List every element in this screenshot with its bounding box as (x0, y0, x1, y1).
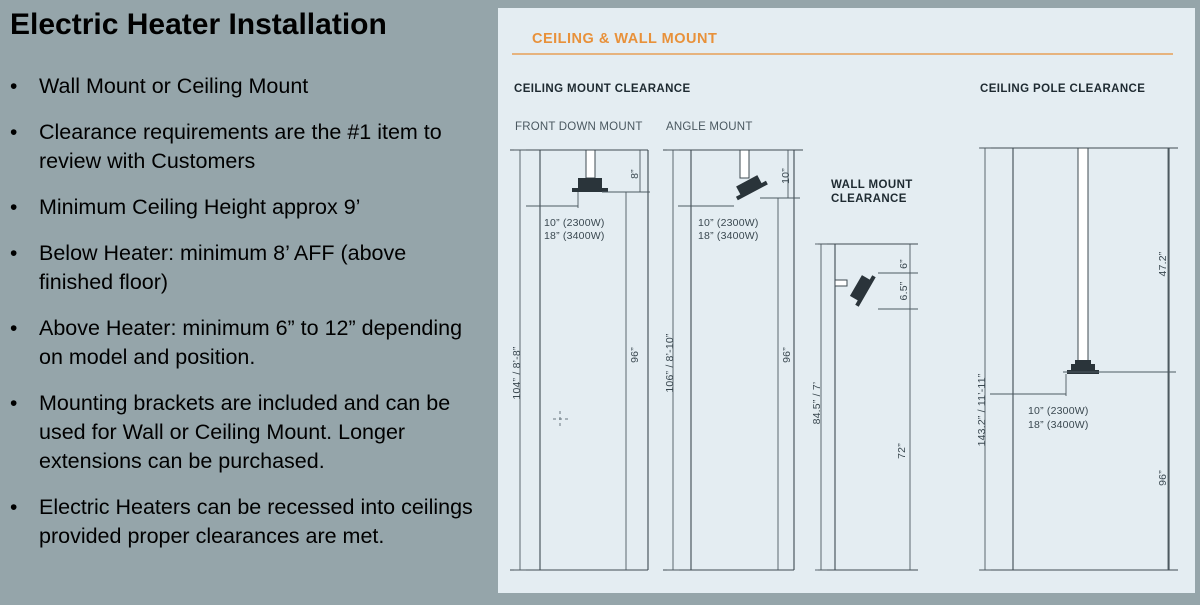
pole-above-dimension: 47.2” (1157, 251, 1169, 276)
angle-mount-label: ANGLE MOUNT (666, 121, 753, 133)
bullet-item: • Above Heater: minimum 6” to 12” dependi… (8, 314, 478, 372)
wall-below-dimension: 72” (896, 443, 908, 459)
bullet-dot: • (10, 317, 18, 340)
front-down-label: FRONT DOWN MOUNT (515, 121, 643, 133)
bullet-text: Below Heater: minimum 8’ AFF (above fini… (39, 241, 407, 294)
front-below-dimension: 96” (629, 347, 641, 363)
bullet-dot: • (10, 196, 18, 219)
wall-top-dimension: 6” (898, 259, 910, 269)
front-down-mount-drawing: 104” / 8’-8” 96” 8” 10” (2300W) 18” (340… (510, 149, 650, 571)
clearance-diagram: CEILING & WALL MOUNT CEILING MOUNT CLEAR… (510, 31, 1178, 571)
bullet-item: • Wall Mount or Ceiling Mount (8, 72, 478, 101)
ceiling-pole-drawing: CEILING POLE CLEARANCE 143.2” / 11’-11” … (976, 83, 1178, 571)
bullet-text: Electric Heaters can be recessed into ce… (39, 495, 473, 548)
bullet-item: • Clearance requirements are the #1 item … (8, 118, 478, 176)
bullet-text: Mounting brackets are included and can b… (39, 391, 451, 473)
angle-mount-drawing: 106” / 8’-10” 96” 10” 10” (2300W) 18” (3… (663, 149, 803, 571)
bullet-text: Wall Mount or Ceiling Mount (39, 74, 309, 98)
bullet-dot: • (10, 242, 18, 265)
bullet-dot: • (10, 75, 18, 98)
angle-side-2300w: 10” (2300W) (698, 217, 759, 229)
heater-icon (1067, 360, 1099, 374)
angle-below-dimension: 96” (781, 347, 793, 363)
bullet-text: Clearance requirements are the #1 item t… (39, 120, 442, 173)
bullet-dot: • (10, 496, 18, 519)
bullet-text: Above Heater: minimum 6” to 12” dependin… (39, 316, 463, 369)
heater-icon (735, 175, 768, 201)
front-side-2300w: 10” (2300W) (544, 217, 605, 229)
heater-icon (572, 178, 608, 192)
wall-mount-title-line2: CLEARANCE (831, 193, 907, 205)
bullet-dot: • (10, 392, 18, 415)
bullet-item: • Minimum Ceiling Height approx 9’ (8, 193, 478, 222)
front-side-3400w: 18” (3400W) (544, 230, 605, 242)
bullet-text: Minimum Ceiling Height approx 9’ (39, 195, 361, 219)
bullet-item: • Mounting brackets are included and can … (8, 389, 478, 476)
pole-side-3400w: 18” (3400W) (1028, 419, 1089, 431)
bullet-item: • Electric Heaters can be recessed into c… (8, 493, 478, 551)
angle-side-3400w: 18” (3400W) (698, 230, 759, 242)
front-total-dimension: 104” / 8’-8” (511, 346, 523, 399)
clearance-diagram-panel: CEILING & WALL MOUNT CEILING MOUNT CLEAR… (498, 8, 1195, 593)
front-above-dimension: 8” (629, 169, 641, 179)
pole-below-dimension: 96” (1157, 470, 1169, 486)
ceiling-pole-title: CEILING POLE CLEARANCE (980, 83, 1145, 95)
ceiling-mount-title: CEILING MOUNT CLEARANCE (514, 83, 691, 95)
diagram-header: CEILING & WALL MOUNT (532, 31, 717, 47)
wall-total-dimension: 84.5” / 7’ (811, 382, 823, 425)
slide-title: Electric Heater Installation (10, 8, 387, 41)
pole-total-dimension: 143.2” / 11’-11” (976, 373, 988, 446)
bullet-item: • Below Heater: minimum 8’ AFF (above fin… (8, 239, 478, 297)
angle-above-dimension: 10” (780, 168, 792, 184)
wall-mount-title-line1: WALL MOUNT (831, 179, 913, 191)
wall-mount-drawing: WALL MOUNT CLEARANCE 84.5” / 7’ 6” 6.5” … (811, 179, 918, 571)
bullet-dot: • (10, 121, 18, 144)
mount-pole (739, 149, 750, 179)
pole-side-2300w: 10” (2300W) (1028, 405, 1089, 417)
wall-bracket (834, 279, 848, 287)
bullet-list: • Wall Mount or Ceiling Mount • Clearance … (8, 72, 478, 568)
mount-pole (585, 149, 596, 179)
heater-icon (849, 275, 876, 307)
extension-pole (1077, 147, 1089, 363)
angle-total-dimension: 106” / 8’-10” (664, 333, 676, 393)
wall-heater-dimension: 6.5” (898, 281, 910, 300)
